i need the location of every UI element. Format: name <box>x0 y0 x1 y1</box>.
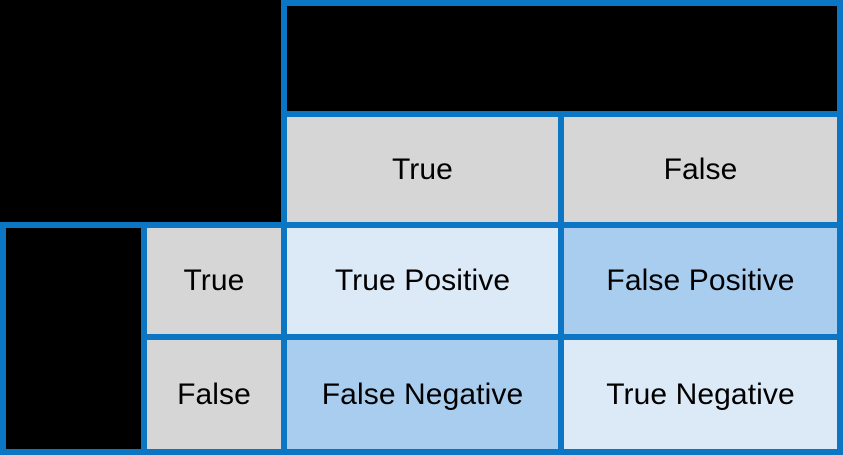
cell-false-negative: False Negative <box>281 334 564 455</box>
column-header-true: True <box>281 111 564 228</box>
column-header-false: False <box>558 111 843 228</box>
cell-true-negative: True Negative <box>558 334 843 455</box>
cell-true-positive: True Positive <box>281 222 564 340</box>
row-header-true: True <box>141 222 287 340</box>
actual-axis-title <box>0 222 147 455</box>
predicted-axis-title <box>281 0 843 117</box>
row-header-false: False <box>141 334 287 455</box>
cell-false-positive: False Positive <box>558 222 843 340</box>
